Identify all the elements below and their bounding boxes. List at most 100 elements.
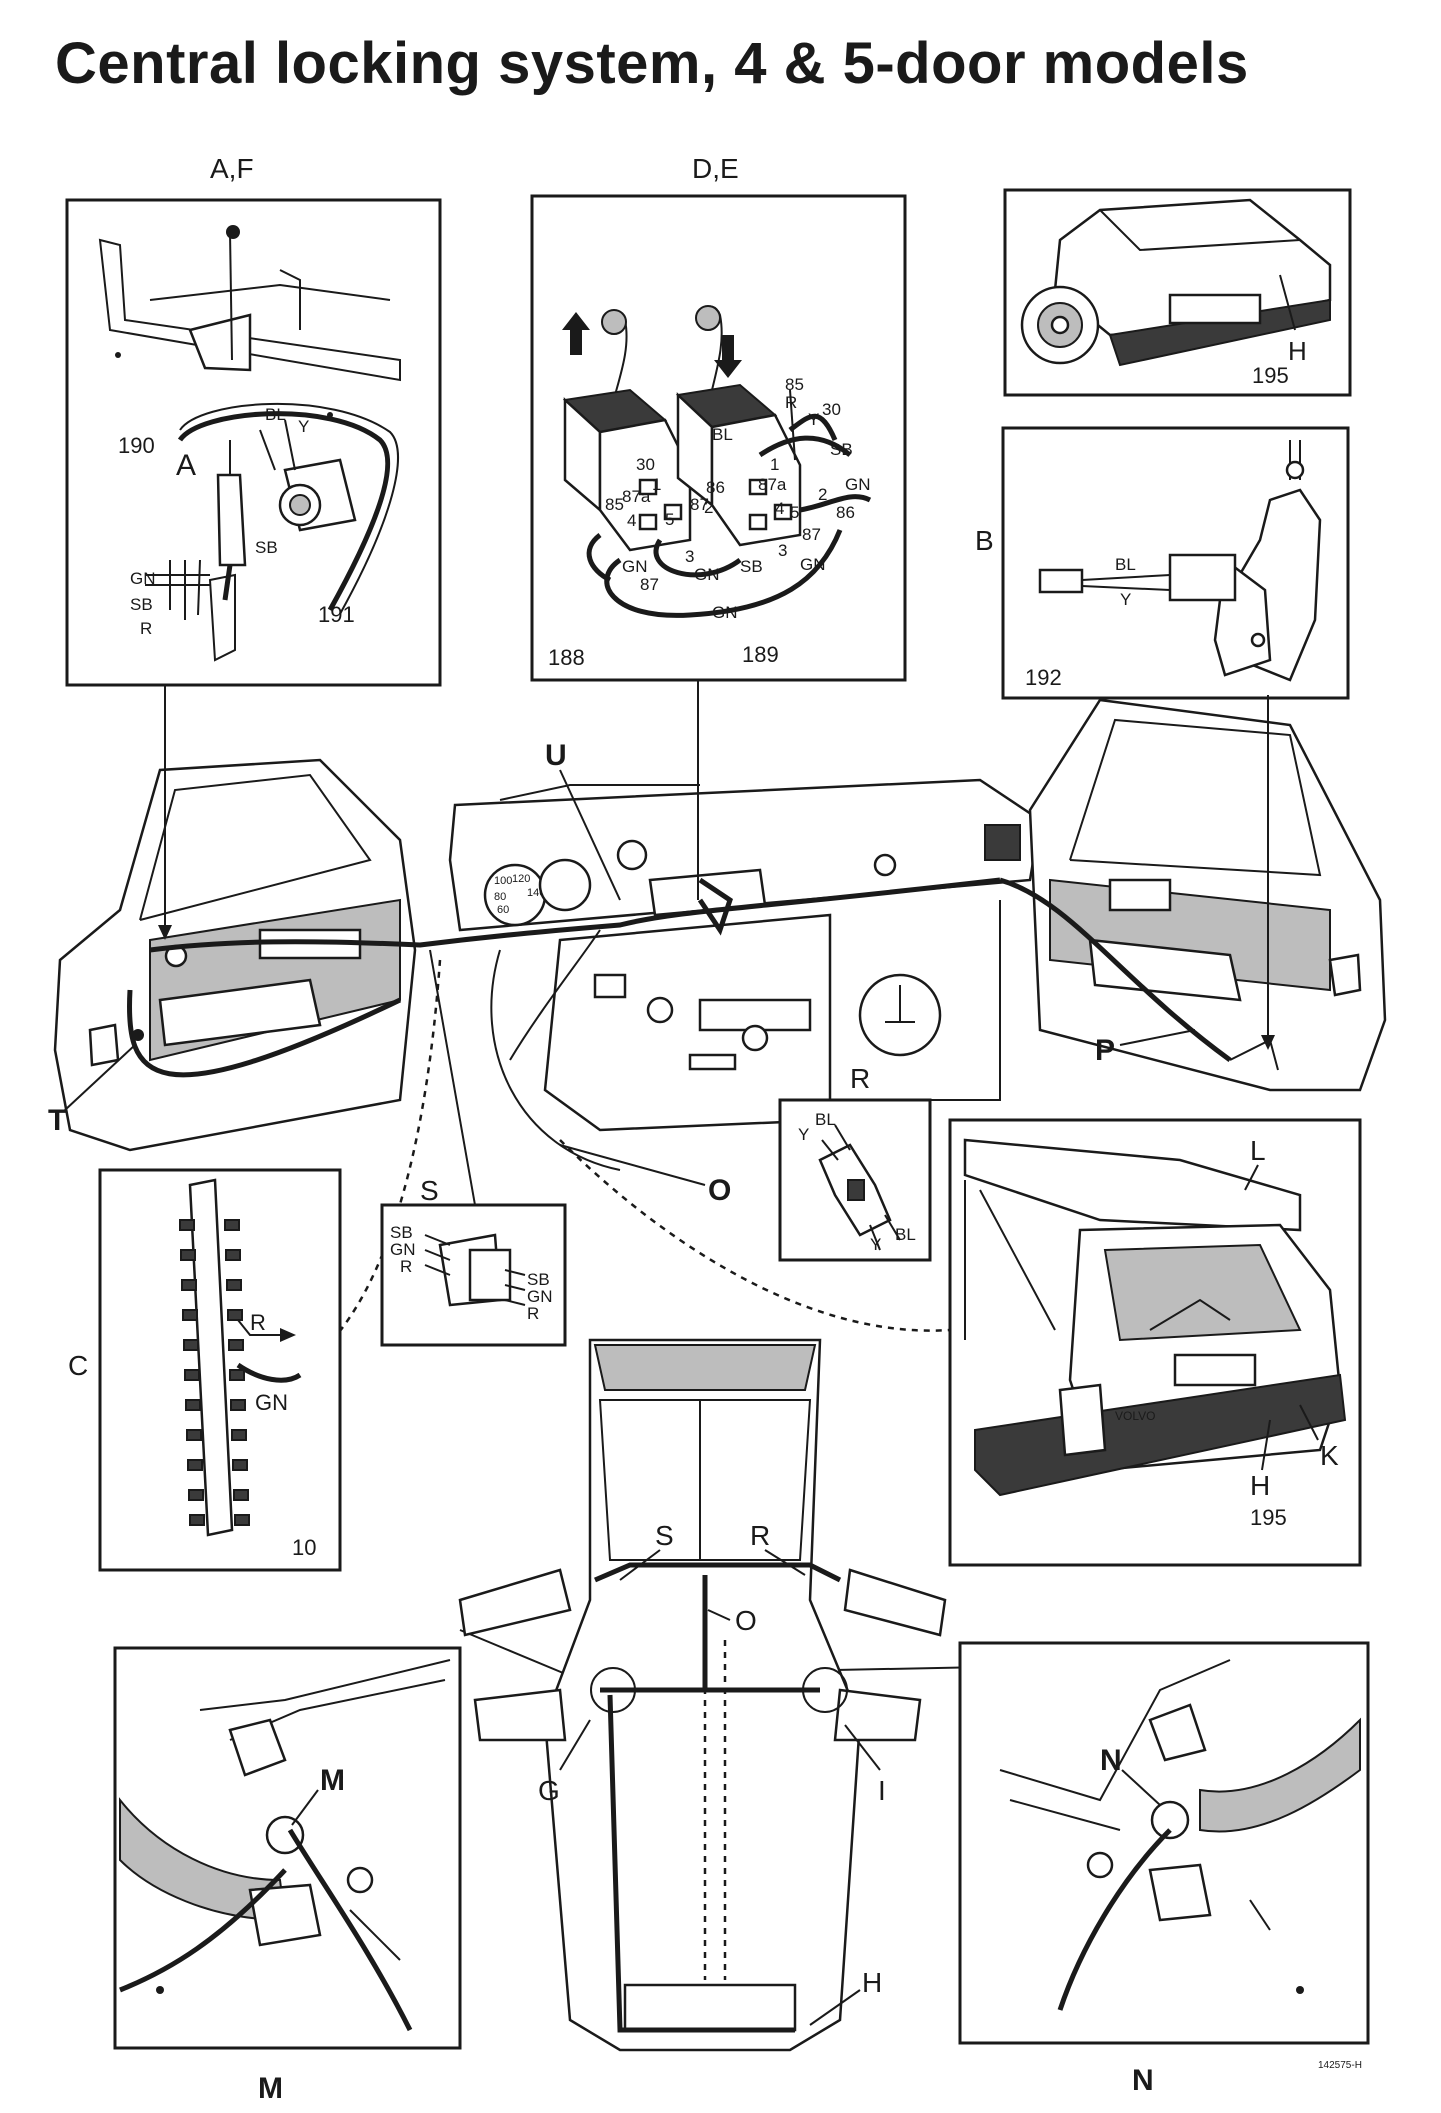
panel-de: D,E 85 R Y 30 SB BL GN 30 <box>530 153 907 682</box>
de-pin-87: 87 <box>690 495 709 514</box>
gauge-tick-80: 80 <box>494 891 506 903</box>
s-wire-r: R <box>400 1257 412 1276</box>
de-pin-87ab: 87a <box>758 475 787 494</box>
s-wire-gn: GN <box>390 1240 416 1259</box>
de-pin-85: 85 <box>605 495 624 514</box>
c-wire-r: R <box>250 1310 266 1335</box>
car-callout-i: I <box>878 1775 886 1806</box>
de-wire-sb: SB <box>830 440 853 459</box>
car-top-view: S R O G I H <box>458 1338 947 2052</box>
panel-n-caption: N <box>1132 2064 1154 2097</box>
h-top-letter: H <box>1288 336 1307 366</box>
car-callout-h: H <box>862 1967 882 1998</box>
tailgate-h: H <box>1250 1470 1270 1501</box>
b-wire-bl: BL <box>1115 555 1136 574</box>
de-pin-1b: 1 <box>770 455 779 474</box>
de-pin-5b: 5 <box>665 510 674 529</box>
de-pin-3: 3 <box>685 547 694 566</box>
de-wire-30: 30 <box>822 400 841 419</box>
af-ref-190: 190 <box>118 433 155 458</box>
b-ref-192: 192 <box>1025 665 1062 690</box>
drawing-ref: 142575-H <box>1318 2060 1362 2071</box>
panel-c-caption: C <box>68 1350 88 1381</box>
s-wire-r2: R <box>527 1304 539 1323</box>
car-callout-r: R <box>750 1520 770 1551</box>
gauge-tick-120: 120 <box>512 873 530 885</box>
callout-u: U <box>545 739 567 772</box>
car-callout-s: S <box>655 1520 674 1551</box>
de-pin-30: 30 <box>636 455 655 474</box>
panel-af: A,F BL Y GN SB R SB 190 A 191 <box>65 153 442 687</box>
c-ref-10: 10 <box>292 1535 316 1560</box>
panel-s: S SB GN R SB GN R <box>380 1175 567 1347</box>
de-wire-87: 87 <box>640 575 659 594</box>
de-wire-gn4: GN <box>800 555 826 574</box>
panel-m: M M <box>113 1646 462 2105</box>
de-pin-1: 1 <box>652 475 661 494</box>
de-wire-sb2: SB <box>740 557 763 576</box>
panel-b: B BL Y 192 <box>975 426 1350 700</box>
af-callout-a: A <box>176 449 196 482</box>
car-callout-o: O <box>735 1605 757 1636</box>
de-pin-4: 4 <box>627 511 636 530</box>
m-callout: M <box>320 1764 345 1797</box>
arrow-down-icon <box>714 335 742 378</box>
gauge-tick-100: 100 <box>494 875 512 887</box>
panel-af-caption: A,F <box>210 153 254 184</box>
de-wire-85: 85 <box>785 375 804 394</box>
panel-c: C R GN 10 <box>68 1168 342 1572</box>
fuse-block-terminals <box>179 1219 250 1526</box>
af-wire-sb: SB <box>130 595 153 614</box>
panel-m-caption: M <box>258 2072 283 2105</box>
callout-o: O <box>708 1174 731 1207</box>
tailgate-l: L <box>1250 1135 1266 1166</box>
de-pin-2: 2 <box>704 498 713 517</box>
car-callout-g: G <box>538 1775 560 1806</box>
s-wire-sb: SB <box>390 1223 413 1242</box>
panel-s-caption: S <box>420 1175 439 1206</box>
panel-tailgate: VOLVO L K H 195 <box>948 1118 1362 1567</box>
r-wire-bl2: BL <box>895 1225 916 1244</box>
callout-p: P <box>1095 1034 1115 1067</box>
h-top-ref: 195 <box>1252 363 1289 388</box>
de-pin-2b: 2 <box>818 485 827 504</box>
de-wire-bl: BL <box>712 425 733 444</box>
af-wire-sb2: SB <box>255 538 278 557</box>
de-pin-86: 86 <box>706 478 725 497</box>
tailgate-k: K <box>1320 1440 1339 1471</box>
s-wire-sb2: SB <box>527 1270 550 1289</box>
de-wire-y: Y <box>808 410 819 429</box>
tailgate-ref: 195 <box>1250 1505 1287 1530</box>
r-wire-bl: BL <box>815 1110 836 1129</box>
r-wire-y2: Y <box>870 1235 881 1254</box>
left-door <box>53 758 417 1152</box>
af-wire-bl: BL <box>265 405 286 424</box>
de-ref-188: 188 <box>548 645 585 670</box>
n-callout: N <box>1100 1744 1122 1777</box>
de-wire-gn2: GN <box>622 557 648 576</box>
panel-h-rear: H 195 <box>1003 188 1352 397</box>
af-ref-191: 191 <box>318 602 355 627</box>
de-pin-87b: 87 <box>802 525 821 544</box>
de-pin-87a: 87a <box>622 487 651 506</box>
panel-r-caption: R <box>850 1063 870 1094</box>
right-door <box>999 698 1387 1092</box>
tailgate-badge: VOLVO <box>1115 1409 1155 1423</box>
af-wire-gn: GN <box>130 569 156 588</box>
de-wire-gn5: GN <box>712 603 738 622</box>
gauge-tick-60: 60 <box>497 904 509 916</box>
de-wire-gn3: GN <box>694 565 720 584</box>
de-pin-86b: 86 <box>836 503 855 522</box>
de-wire-gn: GN <box>845 475 871 494</box>
b-wire-y: Y <box>1120 590 1131 609</box>
panel-b-caption: B <box>975 525 994 556</box>
de-pin-3b: 3 <box>778 541 787 560</box>
c-wire-gn: GN <box>255 1390 288 1415</box>
de-wire-r: R <box>785 393 797 412</box>
panel-n: N N <box>958 1641 1370 2097</box>
de-pin-4b: 4 <box>775 499 784 518</box>
af-wire-y: Y <box>298 417 309 436</box>
dashboard: 100 120 140 80 60 <box>448 778 1042 1171</box>
af-wire-r: R <box>140 619 152 638</box>
page-title: Central locking system, 4 & 5-door model… <box>55 31 1249 96</box>
